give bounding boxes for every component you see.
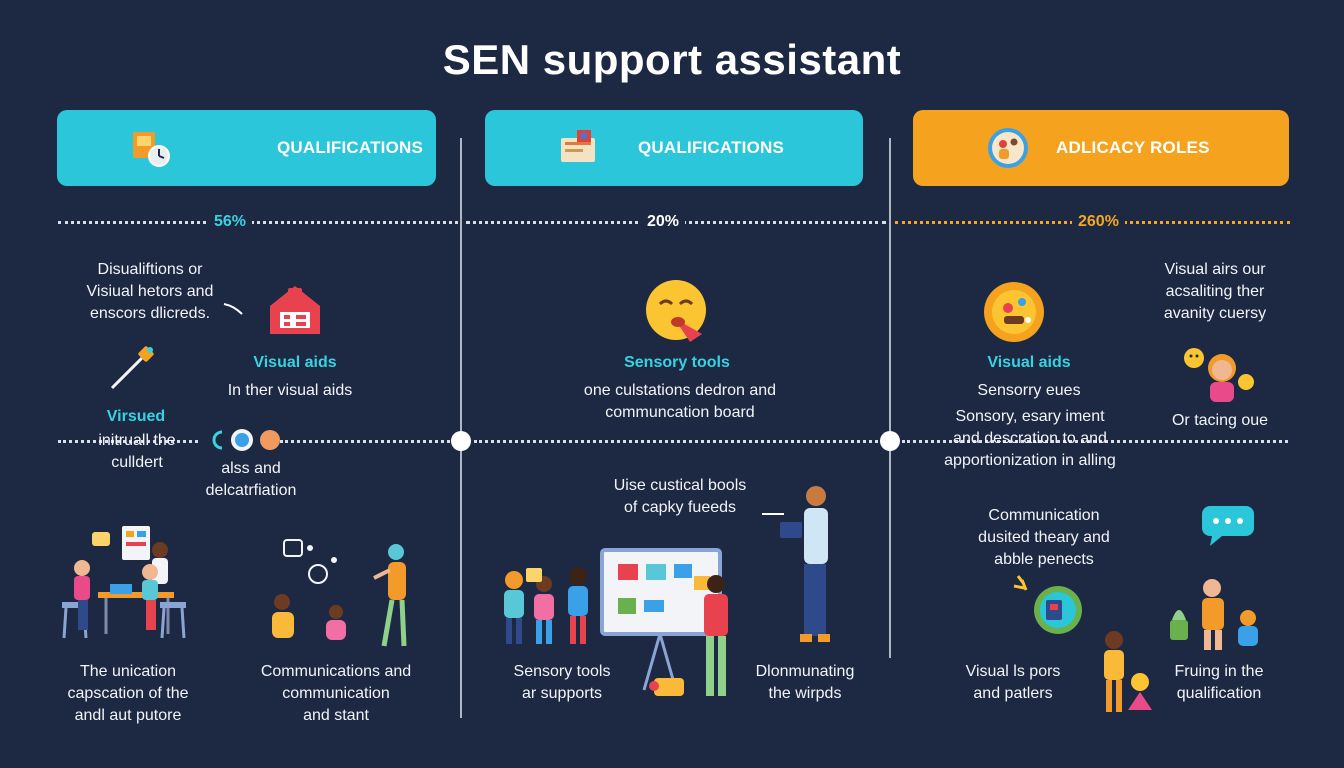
pointer-line: [223, 303, 243, 315]
dotted-line: [902, 440, 1288, 443]
globe-spark-icon: [1013, 575, 1082, 634]
page-title: SEN support assistant: [442, 36, 902, 83]
chat-bubble-icon: [1202, 506, 1254, 546]
section-heading: Visual aids: [253, 354, 337, 371]
child-emoji-icon: [1184, 348, 1254, 402]
badge-icon: [984, 282, 1044, 342]
wand-icon: [110, 346, 154, 390]
header-card-advocacy-roles[interactable]: ADLICACY ROLES: [913, 110, 1289, 186]
header-card-qualifications-1[interactable]: QUALIFICATIONS: [57, 110, 436, 186]
board-classroom-illustration: [504, 486, 830, 696]
section-text: In ther visual aids: [227, 382, 353, 399]
children-illustration: [1104, 579, 1258, 712]
section-text: Or tacing oue: [1171, 412, 1269, 429]
header-label: QUALIFICATIONS: [638, 138, 785, 157]
classroom-table-illustration: [62, 526, 186, 639]
globe-people-icon: [988, 128, 1028, 168]
house-icon: [270, 286, 320, 334]
column-divider: [460, 138, 462, 718]
header-card-qualifications-2[interactable]: QUALIFICATIONS: [485, 110, 863, 186]
children-activity-illustration: [272, 539, 407, 647]
percentage-label: 260%: [1072, 213, 1125, 231]
section-heading: Virsued: [106, 408, 166, 425]
timeline-node: [880, 431, 900, 451]
section-heading: Sensory tools: [624, 354, 730, 371]
pointer-line: [762, 513, 784, 515]
dotted-line: [58, 221, 458, 224]
percentage-label: 56%: [208, 213, 253, 231]
dotted-line: [474, 440, 878, 443]
section-heading: Visual aids: [987, 354, 1071, 371]
dotted-line: [58, 440, 198, 443]
emoji-face-icon: [646, 280, 706, 342]
column-divider: [889, 138, 891, 658]
certificate-icon: [561, 130, 595, 162]
clock-and-books-icon: [133, 132, 170, 167]
header-label: ADLICACY ROLES: [1056, 138, 1210, 157]
dotted-line: [280, 440, 450, 443]
timeline-node: [451, 431, 471, 451]
circles-icon: [212, 429, 280, 451]
section-text: Sensorry eues: [977, 382, 1081, 399]
header-label: QUALIFICATIONS: [277, 138, 424, 157]
percentage-label: 20%: [641, 213, 686, 231]
